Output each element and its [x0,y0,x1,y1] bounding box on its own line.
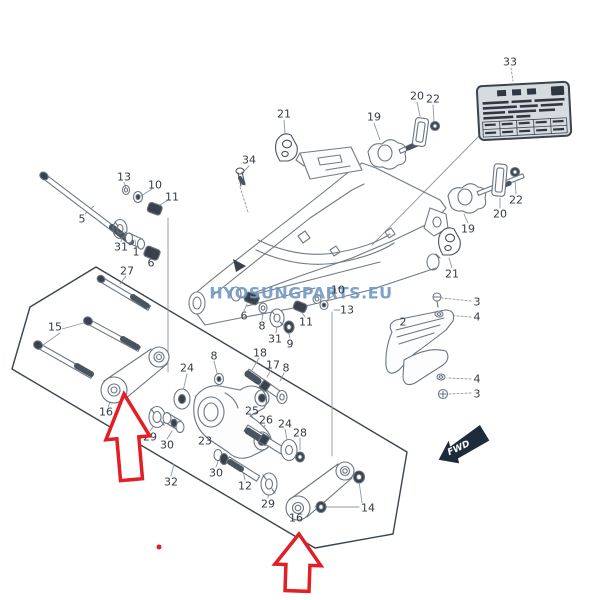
part-label-29: 29 [261,497,275,511]
linkage-bolts [33,274,152,379]
part-label-31: 31 [114,240,128,254]
part-label-8: 8 [282,361,290,375]
part-label-16: 16 [99,405,113,419]
part-label-22: 22 [509,193,523,207]
part-label-13: 13 [117,170,131,184]
part-label-30: 30 [160,438,174,452]
part-label-27: 27 [120,264,134,278]
part-label-3: 3 [473,295,481,309]
part-label-24: 24 [278,417,292,431]
part-label-8: 8 [210,349,218,363]
part-label-34: 34 [242,153,256,167]
pivot-shaft-parts [39,171,163,261]
part-label-28: 28 [293,426,307,440]
part-label-23: 23 [198,434,212,448]
part-label-25: 25 [245,404,259,418]
part-label-29: 29 [143,430,157,444]
part-label-5: 5 [78,212,86,226]
part-label-6: 6 [240,309,248,323]
part-label-11: 11 [299,315,313,329]
part-label-2: 2 [399,315,407,329]
part-label-20: 20 [493,207,507,221]
part-label-22: 22 [426,92,440,106]
part-label-13: 13 [340,303,354,317]
part-label-10: 10 [331,283,345,297]
part-label-3: 3 [473,387,481,401]
part-label-33: 33 [503,55,517,69]
mid-pivot-parts [243,291,329,334]
chain-adjusters [367,117,525,214]
part-label-4: 4 [473,310,481,324]
part-label-21: 21 [277,107,291,121]
part-label-1: 1 [132,245,140,259]
part-label-31: 31 [268,332,282,346]
part-label-6: 6 [147,256,155,270]
part-label-21: 21 [445,267,459,281]
info-sticker-33 [475,80,573,142]
part-label-26: 26 [259,413,273,427]
part-label-32: 32 [164,475,178,489]
right-link-arm [285,461,366,521]
part-label-10: 10 [148,178,162,192]
part-label-17: 17 [266,358,280,372]
part-label-19: 19 [367,110,381,124]
left-washers [148,372,225,434]
part-label-9: 9 [286,337,294,351]
part-label-8: 8 [258,319,266,333]
swingarm-part [188,146,449,326]
chain-guide-part [385,292,455,400]
part-label-19: 19 [461,222,475,236]
part-label-11: 11 [165,190,179,204]
part-label-12: 12 [238,479,252,493]
part-label-24: 24 [180,361,194,375]
part-label-30: 30 [209,466,223,480]
part-label-14: 14 [361,501,375,515]
part-label-4: 4 [473,372,481,386]
part-label-15: 15 [48,320,62,334]
relay-arm-part [193,385,272,459]
part-label-20: 20 [410,89,424,103]
part-label-16: 16 [289,511,303,525]
watermark-text: HYOSUNGPARTS.EU [209,283,393,303]
part-label-18: 18 [253,346,267,360]
mount-brackets [235,133,461,256]
center-bolt-assemblies [213,368,306,496]
